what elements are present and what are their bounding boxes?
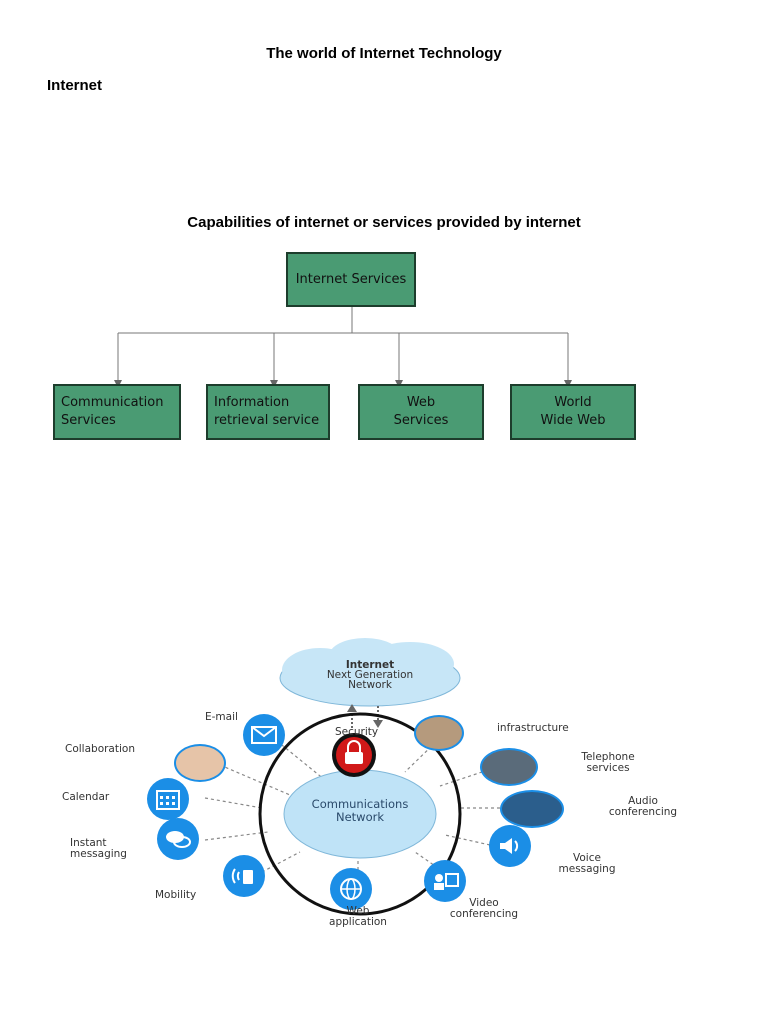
up-arrow-head — [347, 704, 357, 712]
infrastructure-label: infrastructure — [497, 722, 569, 734]
down-arrow-head — [373, 720, 383, 728]
security-lock-icon — [332, 733, 376, 777]
web-application-icon — [330, 868, 372, 910]
tree-connectors — [114, 306, 572, 388]
web-application-label: Web application — [329, 905, 387, 928]
tree-node-information-retrieval: Information retrieval service — [206, 384, 330, 440]
instant-messaging-icon — [157, 818, 199, 860]
calendar-icon — [147, 778, 189, 820]
cloud-shape — [279, 638, 461, 707]
cloud-label: Internet Next Generation Network — [290, 659, 450, 691]
email-icon — [243, 714, 285, 756]
internet-services-tree: Internet Services Communication Services… — [0, 0, 768, 470]
voice-messaging-icon — [489, 825, 531, 867]
security-label: Security — [335, 726, 379, 738]
section-heading-internet: Internet — [47, 77, 103, 94]
page-title: The world of Internet Technology — [266, 45, 502, 62]
collaboration-icon — [174, 744, 226, 782]
capabilities-heading: Capabilities of internet or services pro… — [187, 214, 581, 231]
audio-conferencing-label: Audio conferencing — [608, 795, 678, 818]
infrastructure-icon — [414, 715, 464, 751]
telephone-services-label: Telephone services — [581, 751, 635, 774]
instant-messaging-label: Instant messaging — [70, 837, 127, 860]
telephone-icon — [480, 748, 538, 786]
calendar-label: Calendar — [62, 791, 110, 803]
video-conferencing-icon — [424, 860, 466, 902]
voice-messaging-label: Voice messaging — [558, 852, 616, 875]
collaboration-label: Collaboration — [65, 743, 135, 755]
hub-label: Communications Network — [311, 797, 409, 824]
mobility-icon — [223, 855, 265, 897]
email-label: E-mail — [205, 711, 238, 723]
mobility-label: Mobility — [155, 889, 197, 901]
tree-node-world-wide-web: World Wide Web — [510, 384, 636, 440]
cloud-title: Internet — [345, 659, 395, 671]
tree-node-communication-services: Communication Services — [53, 384, 181, 440]
audio-conferencing-icon — [500, 790, 564, 828]
tree-root-internet-services: Internet Services — [286, 252, 416, 307]
tree-node-web-services: Web Services — [358, 384, 484, 440]
network-ring — [258, 712, 462, 916]
cloud-subtitle: Next Generation Network — [326, 669, 414, 691]
video-conferencing-label: Video conferencing — [449, 897, 519, 920]
